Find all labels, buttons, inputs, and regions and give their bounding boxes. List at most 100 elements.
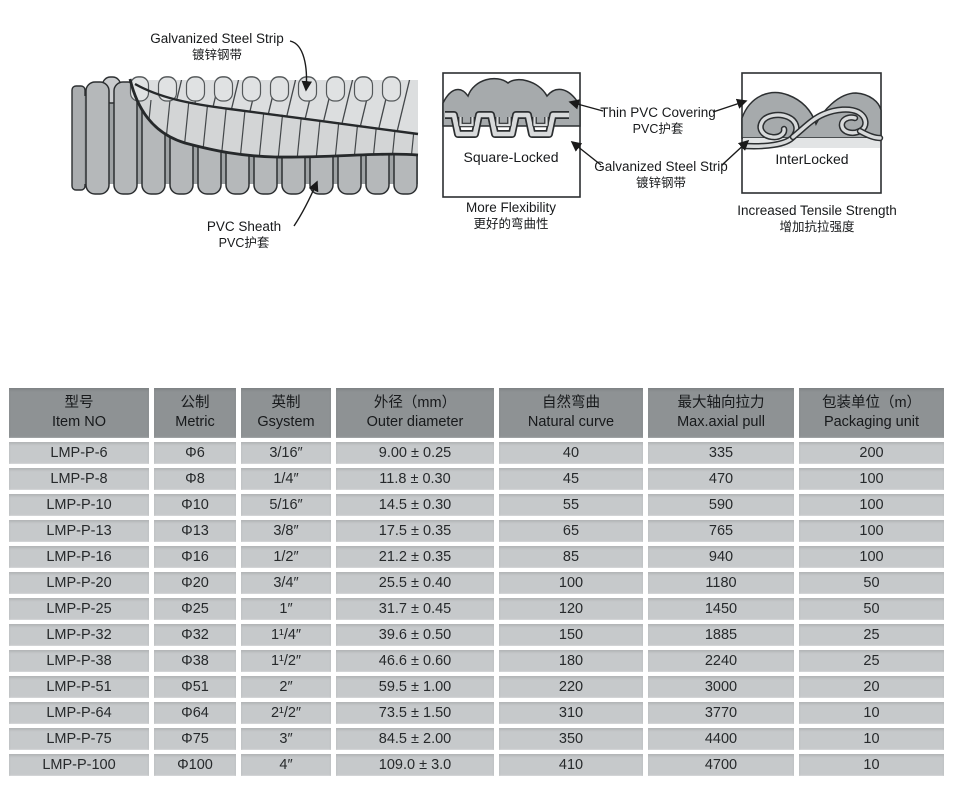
table-cell: 25	[799, 624, 944, 646]
table-cell: Φ8	[154, 468, 236, 490]
table-cell: 1/4″	[241, 468, 331, 490]
table-cell: Φ38	[154, 650, 236, 672]
pvc-sheath-label-en: PVC Sheath	[206, 219, 282, 234]
table-cell: LMP-P-20	[9, 572, 149, 594]
table-cell: Φ6	[154, 442, 236, 464]
steel-profile-shape	[445, 111, 569, 138]
table-cell: 3″	[241, 728, 331, 750]
table-cell: Φ75	[154, 728, 236, 750]
table-cell: 4700	[648, 754, 794, 776]
table-cell: 2¹/2″	[241, 702, 331, 724]
interlocked-diagram	[740, 72, 884, 194]
table-cell: 59.5 ± 1.00	[336, 676, 494, 698]
table-cell: Φ13	[154, 520, 236, 542]
callout-arrow-thinpvc-left	[568, 99, 604, 112]
diagram-area: Galvanized Steel Strip 镀锌钢带 PVC Sheath P…	[0, 0, 959, 380]
table-cell: 180	[499, 650, 643, 672]
peel-edge-lower-curve	[128, 78, 419, 159]
callout-arrow-steel-left	[570, 141, 602, 166]
table-cell: 65	[499, 520, 643, 542]
square-locked-title: Square-Locked	[463, 149, 559, 165]
table-cell: 2″	[241, 676, 331, 698]
table-cell: 150	[499, 624, 643, 646]
table-cell: Φ32	[154, 624, 236, 646]
table-cell: 31.7 ± 0.45	[336, 598, 494, 620]
table-cell: 470	[648, 468, 794, 490]
table-cell: 10	[799, 728, 944, 750]
table-cell: LMP-P-75	[9, 728, 149, 750]
conduit-end-face	[71, 85, 86, 191]
table-cell: 73.5 ± 1.50	[336, 702, 494, 724]
table-cell: 590	[648, 494, 794, 516]
table-cell: 100	[799, 494, 944, 516]
table-cell: 20	[799, 676, 944, 698]
table-cell: LMP-P-32	[9, 624, 149, 646]
conduit-illustration	[71, 76, 419, 195]
peel-edge-upper-curve	[134, 82, 419, 136]
table-cell: 335	[648, 442, 794, 464]
table-cell: 45	[499, 468, 643, 490]
table-cell: LMP-P-6	[9, 442, 149, 464]
square-locked-caption-en: More Flexibility	[465, 200, 557, 215]
table-cell: 1450	[648, 598, 794, 620]
table-cell: Φ10	[154, 494, 236, 516]
square-locked-caption-zh: 更好的弯曲性	[473, 217, 549, 231]
table-cell: 350	[499, 728, 643, 750]
table-cell: LMP-P-51	[9, 676, 149, 698]
table-cell: 50	[799, 572, 944, 594]
table-cell: 55	[499, 494, 643, 516]
galvanized-strip-label-en: Galvanized Steel Strip	[150, 31, 284, 46]
table-cell: 3000	[648, 676, 794, 698]
table-cell: 1885	[648, 624, 794, 646]
table-cell: LMP-P-13	[9, 520, 149, 542]
pvc-sheath-label-zh: PVC护套	[218, 236, 270, 250]
table-cell: 1180	[648, 572, 794, 594]
table-cell: 85	[499, 546, 643, 568]
table-cell: 765	[648, 520, 794, 542]
table-cell: 21.2 ± 0.35	[336, 546, 494, 568]
table-cell: 410	[499, 754, 643, 776]
interlocked-caption-en: Increased Tensile Strength	[737, 203, 897, 218]
table-cell: 220	[499, 676, 643, 698]
table-cell: LMP-P-64	[9, 702, 149, 724]
table-cell: 10	[799, 754, 944, 776]
table-cell: 17.5 ± 0.35	[336, 520, 494, 542]
table-cell: 3770	[648, 702, 794, 724]
table-cell: 940	[648, 546, 794, 568]
callout-arrow-galvanized	[289, 40, 313, 92]
interlocked-caption-zh: 增加抗拉强度	[779, 220, 855, 234]
steel-strip-callout-label: Galvanized Steel Strip 镀锌钢带	[594, 158, 728, 192]
callout-arrow-steel-right	[721, 139, 750, 166]
table-cell: 25.5 ± 0.40	[336, 572, 494, 594]
table-cell: 4″	[241, 754, 331, 776]
table-cell: 25	[799, 650, 944, 672]
table-cell: 100	[799, 546, 944, 568]
galvanized-strip-label: Galvanized Steel Strip 镀锌钢带	[150, 30, 284, 64]
table-cell: 1¹/4″	[241, 624, 331, 646]
table-cell: 9.00 ± 0.25	[336, 442, 494, 464]
table-cell: Φ25	[154, 598, 236, 620]
steel-strip-callout-label-zh: 镀锌钢带	[635, 176, 687, 190]
table-cell: 14.5 ± 0.30	[336, 494, 494, 516]
table-cell: 2240	[648, 650, 794, 672]
table-cell: 1¹/2″	[241, 650, 331, 672]
column-header: 包装单位（m）Packaging unit	[799, 388, 944, 438]
table-cell: 40	[499, 442, 643, 464]
steel-strip-mid-band	[130, 79, 418, 158]
table-cell: 310	[499, 702, 643, 724]
